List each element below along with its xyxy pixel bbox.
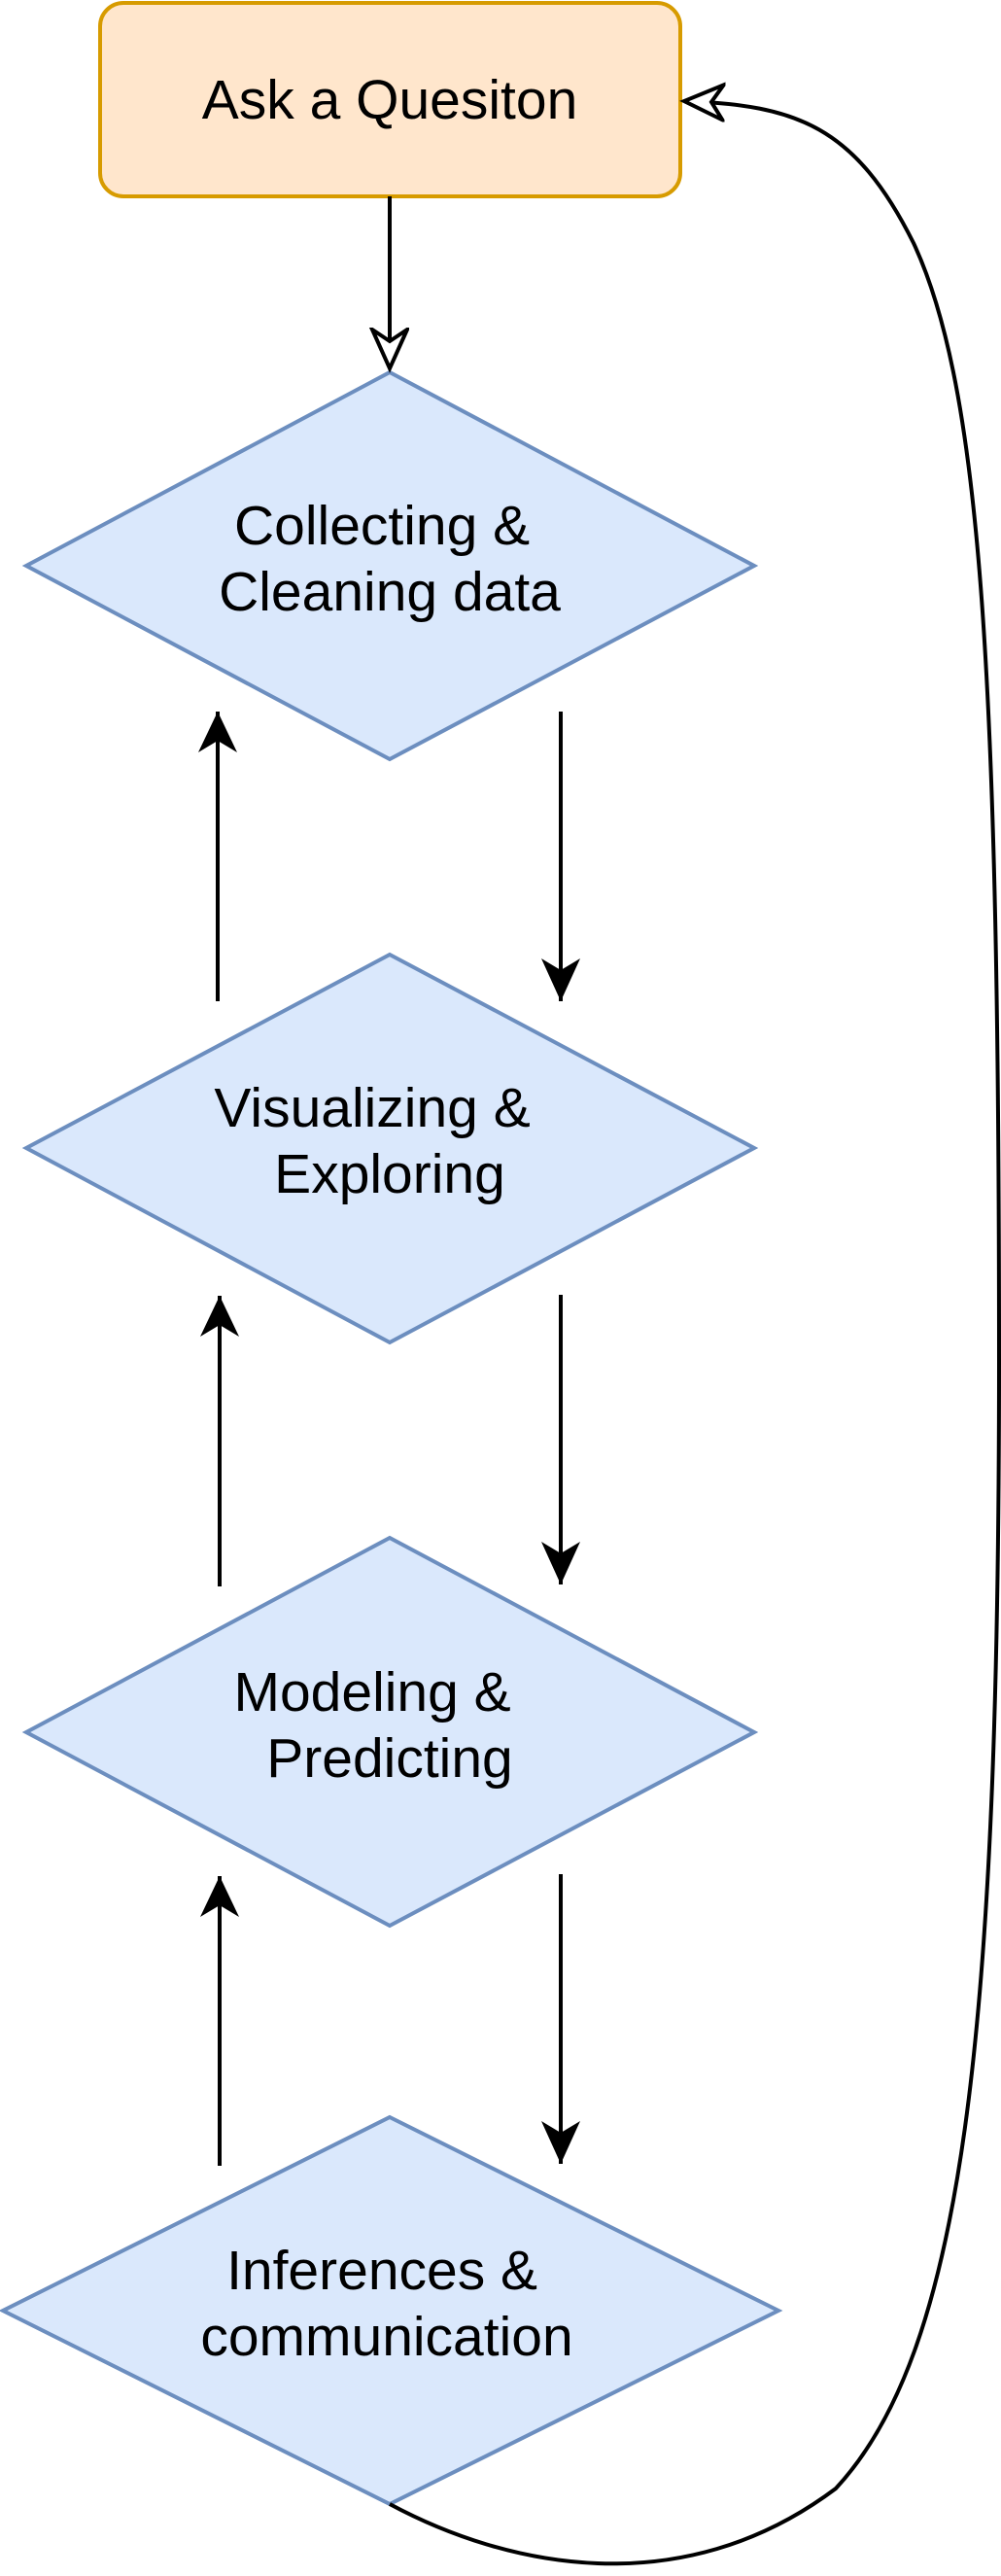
visualizing-exploring-label: Visualizing & Exploring [214, 1077, 545, 1205]
inferences-communication-label: Inferences & communication [200, 2240, 572, 2368]
node-modeling-predicting: Modeling & Predicting [21, 1535, 759, 1929]
inferences-communication-line-2: communication [200, 2306, 572, 2368]
collecting-cleaning-diamond [21, 369, 759, 762]
modeling-predicting-label: Modeling & Predicting [233, 1661, 526, 1790]
collecting-cleaning-line-2: Cleaning data [219, 561, 561, 623]
modeling-predicting-diamond [21, 1535, 759, 1929]
visualizing-exploring-line-1: Visualizing & [214, 1077, 530, 1139]
visualizing-exploring-line-2: Exploring [274, 1143, 505, 1205]
collecting-cleaning-label: Collecting & Cleaning data [219, 495, 561, 623]
visualizing-exploring-diamond [21, 952, 759, 1345]
arrow-inferences-to-ask [389, 101, 1001, 2566]
collecting-cleaning-line-1: Collecting & [234, 495, 530, 557]
ask-question-label: Ask a Quesiton [202, 69, 578, 131]
node-collecting-cleaning: Collecting & Cleaning data [21, 369, 759, 762]
inferences-communication-line-1: Inferences & [226, 2240, 537, 2302]
node-ask-question: Ask a Quesiton [98, 1, 682, 198]
modeling-predicting-line-2: Predicting [266, 1727, 512, 1790]
node-visualizing-exploring: Visualizing & Exploring [21, 952, 759, 1345]
node-inferences-communication: Inferences & communication [0, 2114, 783, 2507]
modeling-predicting-line-1: Modeling & [233, 1661, 510, 1723]
